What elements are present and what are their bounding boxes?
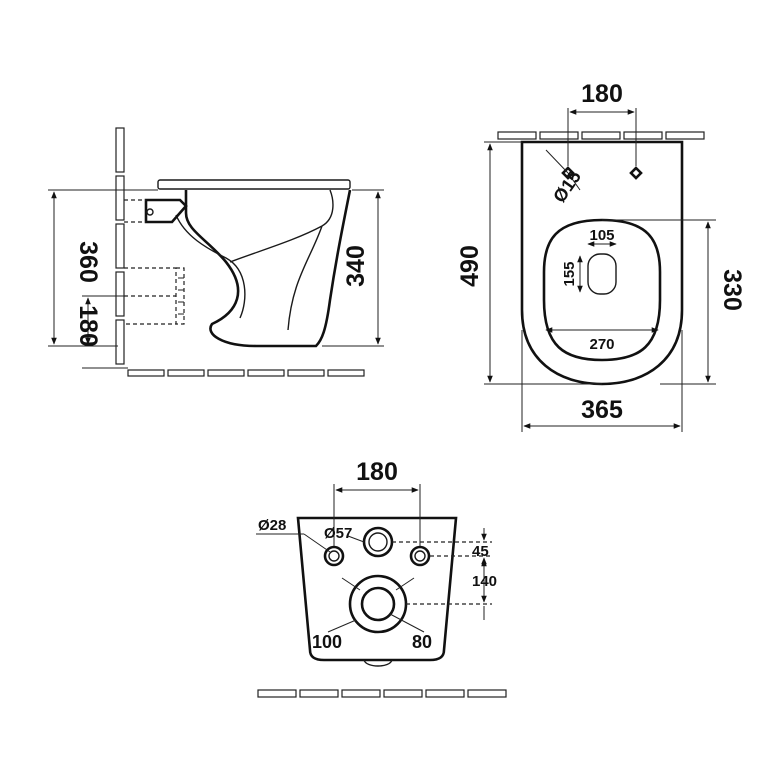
inlet-hole <box>362 526 394 558</box>
dim-width: 365 <box>581 396 623 424</box>
top-bowl-opening <box>542 218 662 362</box>
back-outline <box>296 516 458 662</box>
top-wall-tiles <box>497 131 705 140</box>
dim-drain-width: 105 <box>589 227 614 244</box>
dim-inlet-hole: Ø57 <box>324 525 352 542</box>
dim-drain-length: 155 <box>561 261 578 286</box>
dim-bowl-height: 340 <box>342 245 370 287</box>
wall-tiles <box>115 127 125 365</box>
dim-fixing-spacing: 180 <box>581 80 623 108</box>
top-dim-lines <box>484 108 716 432</box>
dim-back-fixing-spacing: 180 <box>356 458 398 486</box>
back-dim-lines <box>256 484 492 633</box>
side-dim-lines <box>48 189 384 369</box>
outlet-hole <box>348 574 408 634</box>
bowl-outline <box>184 189 352 348</box>
dim-opening-length: 330 <box>718 269 746 311</box>
top-view: 180 Ø15 490 330 365 270 105 155 <box>456 80 746 432</box>
bowl-trap <box>175 214 246 319</box>
dim-inlet-offset: 45 <box>472 543 489 560</box>
dim-outlet-inner: 80 <box>412 632 432 652</box>
back-view: 180 Ø28 Ø57 45 140 100 80 <box>256 458 507 698</box>
dim-back-fixing-hole: Ø28 <box>258 517 286 534</box>
bowl-inner <box>229 189 334 331</box>
inlet-bracket <box>144 198 188 224</box>
dim-outlet-height: 180 <box>74 305 102 347</box>
seat-lid <box>157 179 351 190</box>
dim-length: 490 <box>456 245 484 287</box>
dim-fixing-hole: Ø15 <box>549 167 585 206</box>
drain-slot <box>587 253 617 295</box>
dim-total-height: 360 <box>74 241 102 283</box>
dim-outlet-outer: 100 <box>312 632 342 652</box>
back-floor-tiles <box>257 689 507 698</box>
dim-outlet-offset: 140 <box>472 573 497 590</box>
top-bowl-outline <box>520 140 684 386</box>
floor-tiles <box>127 369 365 377</box>
dim-opening-width: 270 <box>589 336 614 353</box>
side-view: 360 180 340 <box>48 127 384 377</box>
